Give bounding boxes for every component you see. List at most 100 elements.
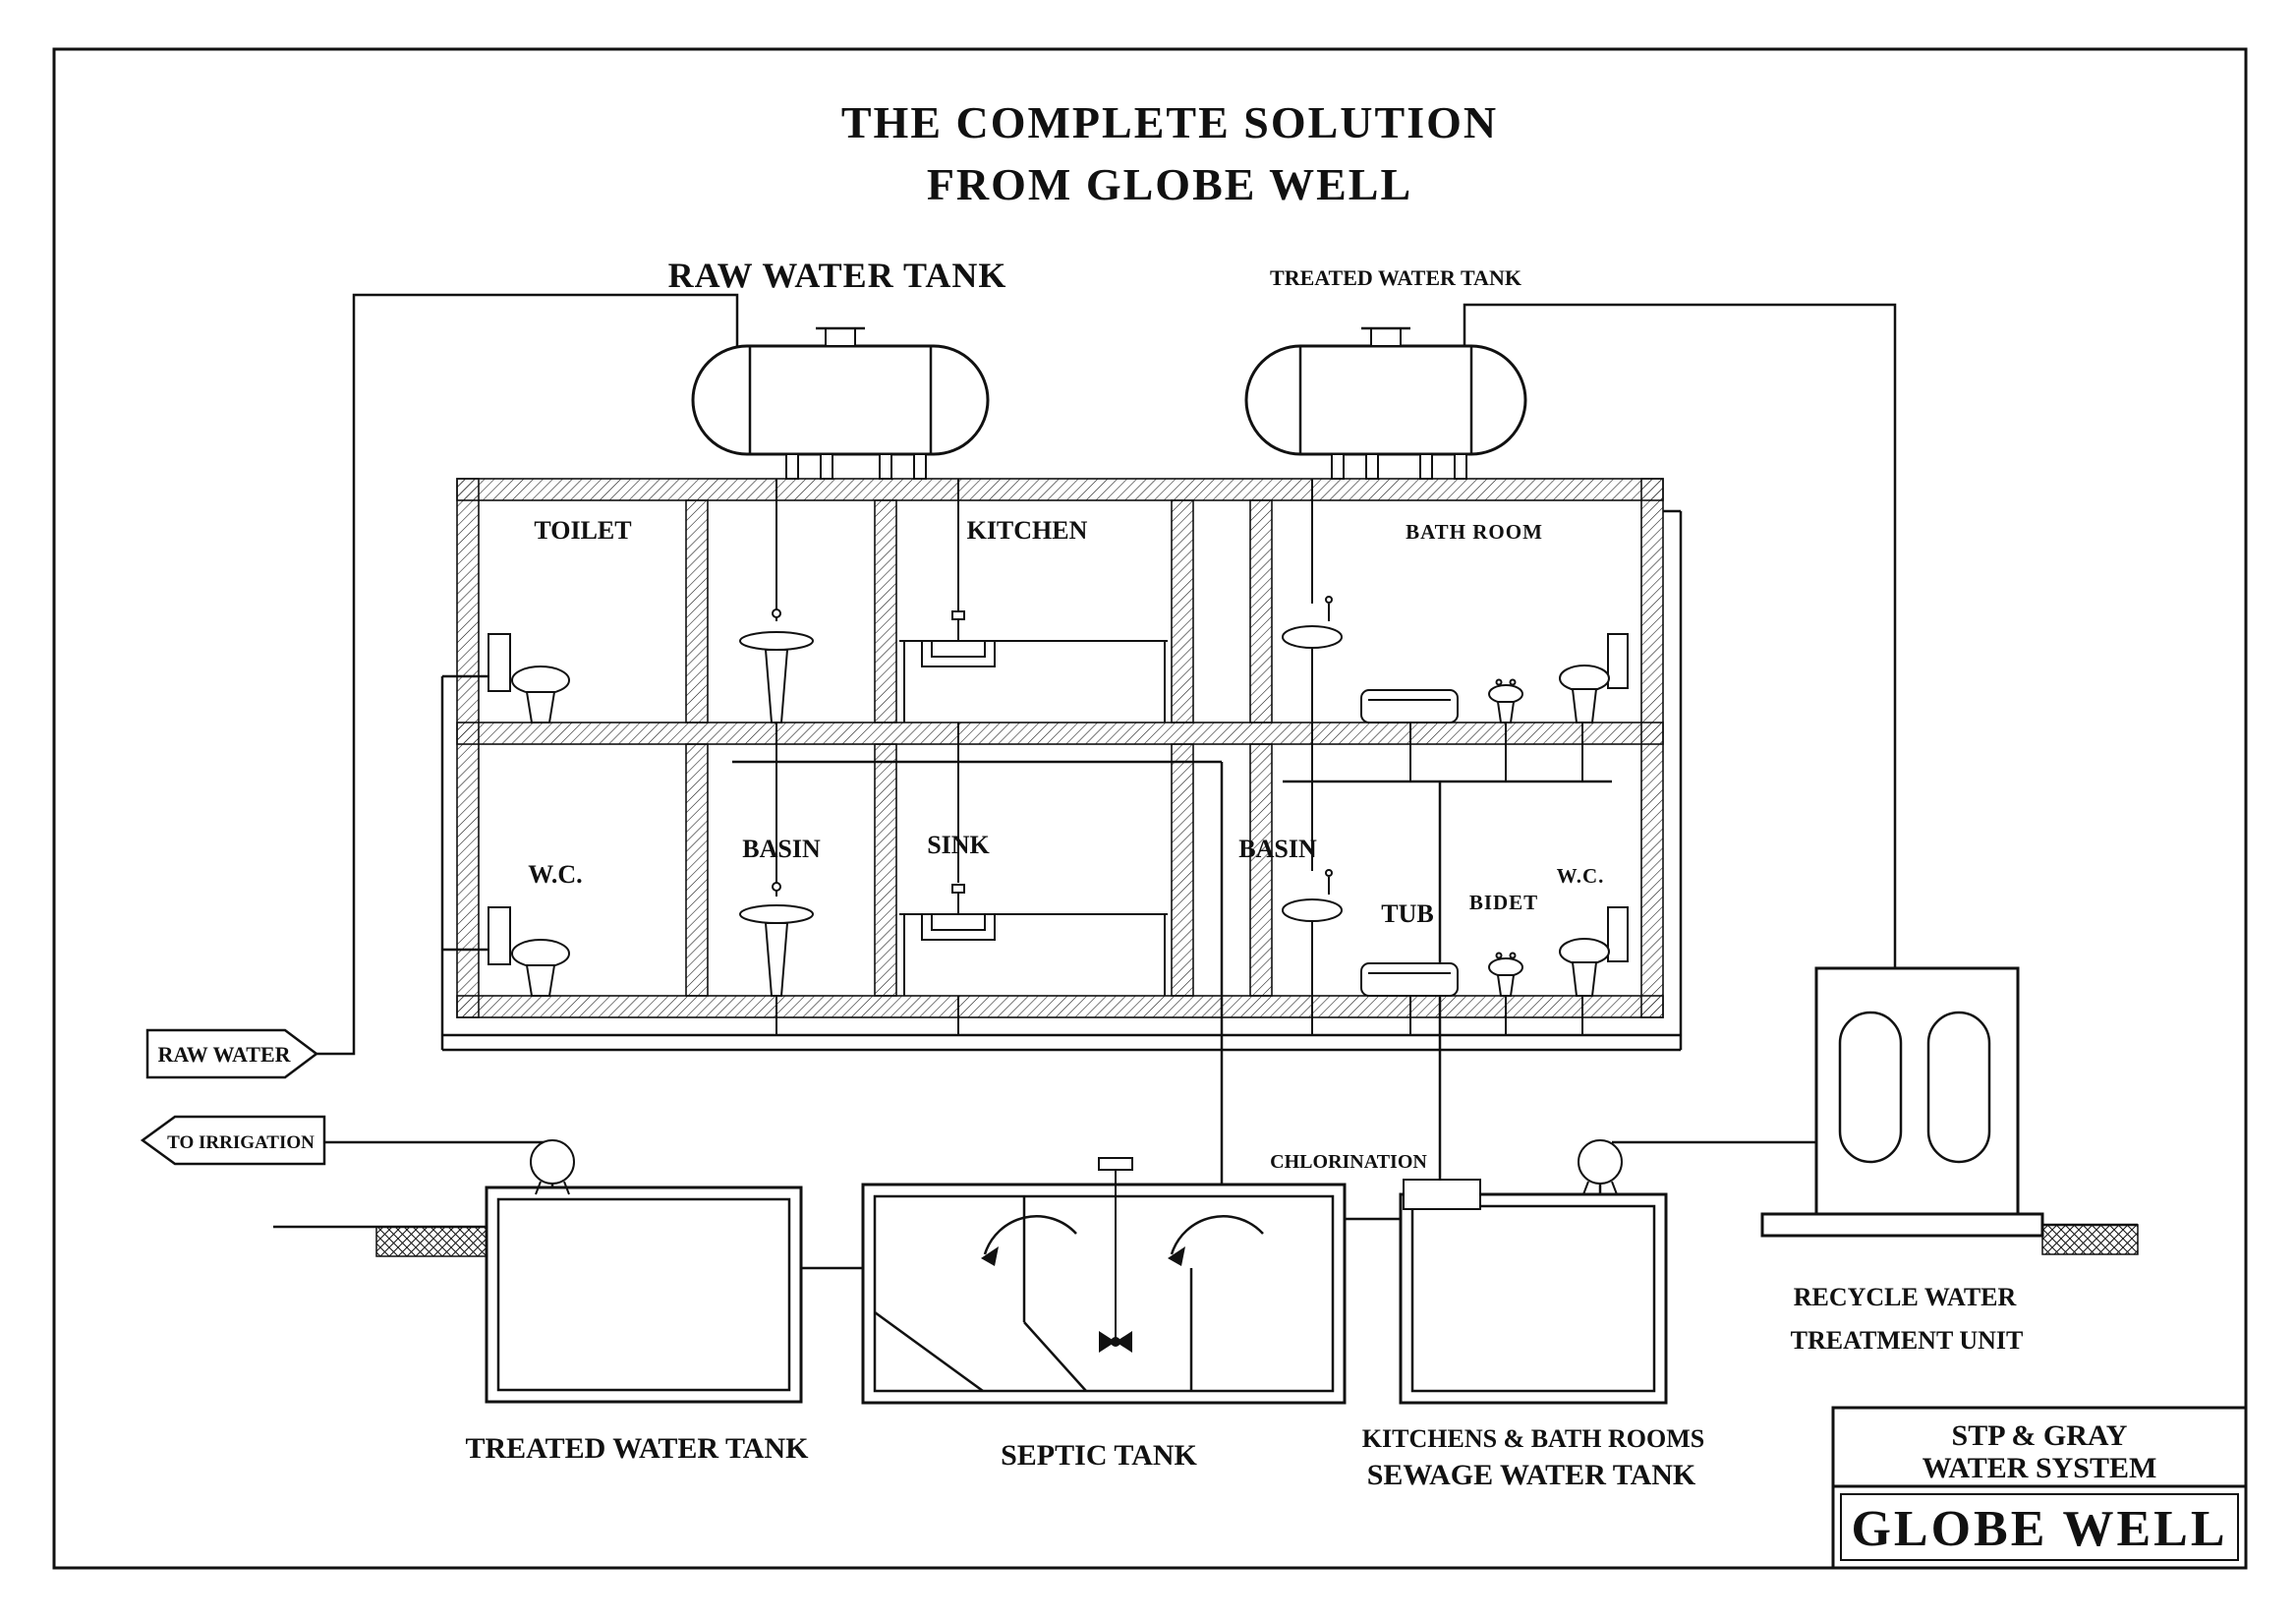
flow-arrowhead-1 (981, 1246, 999, 1266)
septic-hopper-line-1 (874, 1310, 984, 1393)
chlorination-box (1403, 1179, 1481, 1210)
flow-arc-1 (983, 1215, 1077, 1255)
raw-water-arrow: RAW WATER (145, 1028, 319, 1079)
partition-wall (685, 499, 709, 723)
brand-name: GLOBE WELL (1851, 1501, 2227, 1557)
partition-wall (685, 743, 709, 997)
room-label-wc-right: W.C. (1557, 864, 1605, 888)
sewage-label-line2: SEWAGE WATER TANK (1367, 1459, 1696, 1491)
irrigation-arrow: TO IRRIGATION (140, 1115, 326, 1166)
title: THE COMPLETE SOLUTION FROM GLOBE WELL (841, 97, 1498, 209)
raw-tank-manhole (825, 327, 856, 347)
treated-water-tank-top-label: TREATED WATER TANK (1270, 265, 1521, 290)
recycle-unit-label-line2: TREATMENT UNIT (1791, 1326, 2024, 1355)
partition-wall (1249, 499, 1273, 723)
partition-wall (874, 743, 897, 997)
title-block: STP & GRAY WATER SYSTEM GLOBE WELL (1831, 1406, 2248, 1570)
wc-lower-right-icon (1559, 906, 1629, 997)
septic-outer (861, 1183, 1347, 1405)
flow-arrowhead-2 (1168, 1246, 1185, 1266)
bidet-upper-icon (1488, 678, 1523, 723)
building: TOILET KITCHEN BATH ROOM W.C. BASIN SINK… (456, 478, 1664, 1018)
system-name-line2: WATER SYSTEM (1923, 1452, 2157, 1484)
toilet-upper-icon (488, 633, 570, 723)
room-label-basin-right: BASIN (1238, 835, 1317, 863)
sewage-inner (1410, 1204, 1656, 1393)
sewage-pump-icon (1578, 1139, 1623, 1195)
irrigation-pump-icon (530, 1139, 575, 1195)
ground (273, 1223, 2139, 1257)
raw-tank-body (691, 344, 990, 456)
room-label-sink: SINK (927, 831, 990, 859)
unit-vessel-1 (1838, 1011, 1903, 1164)
partition-wall (1171, 743, 1194, 997)
room-label-wc-left: W.C. (528, 860, 582, 889)
treated-water-tank-top: TREATED WATER TANK (1244, 265, 1527, 480)
room-label-tub: TUB (1381, 899, 1433, 928)
unit-vessel-2 (1926, 1011, 1991, 1164)
mid-floor-slab (456, 722, 1664, 745)
septic-inner (873, 1194, 1335, 1393)
sewage-water-tank: CHLORINATION KITCHENS & BATH ROOMS SEWAG… (1270, 1139, 1704, 1491)
right-wall (1640, 478, 1664, 1018)
toilet-lower-icon (488, 906, 570, 997)
room-label-toilet: TOILET (534, 516, 631, 545)
roof-slab (456, 478, 1664, 501)
tank-leg (820, 453, 833, 480)
treated-tank-body (1244, 344, 1527, 456)
treated-water-riser-pipe (1463, 303, 1897, 968)
tank-leg (1365, 453, 1379, 480)
room-label-basin-left: BASIN (742, 835, 821, 863)
brand-cell-inner-border (1840, 1493, 2239, 1561)
sewage-outer (1399, 1192, 1668, 1405)
unit-body (1814, 966, 2020, 1216)
room-label-kitchen: KITCHEN (967, 516, 1088, 545)
tank-leg (1419, 453, 1433, 480)
partition-wall (1249, 743, 1273, 997)
bath-basin-lower-icon (1282, 869, 1343, 996)
wc-upper-right-icon (1559, 633, 1629, 723)
tank-leg (1331, 453, 1345, 480)
treated-bottom-inner (496, 1197, 791, 1392)
bidet-lower-icon (1488, 952, 1523, 997)
raw-water-tank-label: RAW WATER TANK (668, 256, 1007, 295)
recycle-treatment-unit: RECYCLE WATER TREATMENT UNIT (1760, 966, 2044, 1355)
raw-water-arrow-shape (145, 1028, 319, 1079)
ground-slab (456, 995, 1664, 1018)
raw-water-arrow-label: RAW WATER (157, 1042, 291, 1067)
septic-hopper-line-2 (1023, 1321, 1087, 1392)
kitchen-sink-upper-icon (899, 610, 1168, 723)
tub-upper-icon (1360, 689, 1459, 723)
tank-leg (785, 453, 799, 480)
sewage-label-line1: KITCHENS & BATH ROOMS (1362, 1424, 1704, 1453)
system-name-line1: STP & GRAY (1952, 1419, 2128, 1452)
basin-lower-icon (739, 882, 814, 997)
flow-arc-2 (1170, 1215, 1264, 1255)
septic-tank: SEPTIC TANK (861, 1157, 1347, 1472)
room-label-bathroom: BATH ROOM (1406, 520, 1543, 544)
title-line1: THE COMPLETE SOLUTION (841, 97, 1498, 147)
treated-water-tank-bottom: TREATED WATER TANK (466, 1139, 810, 1465)
raw-water-tank: RAW WATER TANK (668, 256, 1007, 480)
bath-basin-upper-icon (1282, 596, 1343, 723)
room-label-bidet: BIDET (1469, 891, 1538, 914)
kitchen-sink-lower-icon (899, 884, 1168, 996)
recycle-unit-label-line1: RECYCLE WATER (1794, 1283, 2017, 1311)
ground-hatch-left (375, 1226, 488, 1257)
left-wall (456, 478, 480, 1018)
mixer-icon (1098, 1157, 1133, 1353)
treated-bottom-label: TREATED WATER TANK (466, 1432, 810, 1465)
irrigation-arrow-label: TO IRRIGATION (167, 1132, 315, 1153)
chlorination-label: CHLORINATION (1270, 1151, 1427, 1173)
partition-wall (874, 499, 897, 723)
ground-hatch-right (2041, 1224, 2139, 1255)
tank-leg (1454, 453, 1467, 480)
partition-wall (1171, 499, 1194, 723)
basin-upper-icon (739, 608, 814, 723)
title-line2: FROM GLOBE WELL (927, 159, 1412, 209)
tub-lower-icon (1360, 962, 1459, 997)
treated-tank-manhole (1370, 327, 1402, 347)
septic-tank-label: SEPTIC TANK (1001, 1439, 1197, 1472)
